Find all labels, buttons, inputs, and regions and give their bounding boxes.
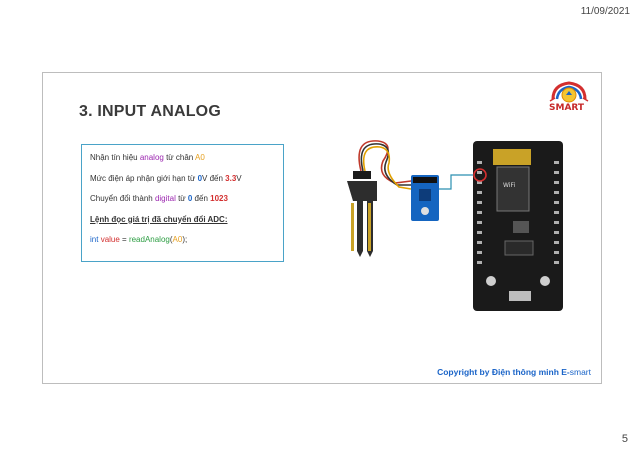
slide-date: 11/09/2021 — [580, 6, 630, 17]
logo-emblem-icon — [549, 81, 589, 103]
esmart-logo: SMART — [547, 77, 591, 117]
page-number: 5 — [621, 433, 628, 445]
info-line-adc-heading: Lệnh đọc giá trị đã chuyển đổi ADC: — [90, 214, 228, 224]
code-snippet: int value = readAnalog(A0); — [90, 235, 188, 244]
soil-probe — [347, 171, 377, 257]
slide-panel: 3. INPUT ANALOG SMART Nhận tín hiệu anal… — [42, 72, 602, 384]
info-line-signal: Nhận tín hiệu analog từ chân A0 — [90, 153, 205, 162]
info-line-voltage: Mức điện áp nhận giới hạn từ 0V đến 3.3V — [90, 173, 242, 183]
sensor-wiring-illustration: WiFi — [347, 140, 563, 311]
copyright-text: Copyright by Điện thông minh E-smart — [437, 367, 591, 377]
jumper-wires — [358, 140, 412, 190]
a0-pin-highlight — [473, 168, 487, 182]
nodemcu-board: WiFi — [473, 141, 563, 311]
connection-line — [439, 174, 478, 190]
info-line-digital: Chuyển đổi thành digital từ 0 đến 1023 — [90, 194, 228, 203]
slide-title: 3. INPUT ANALOG — [79, 103, 221, 120]
svg-text:WiFi: WiFi — [503, 182, 515, 189]
info-box: Nhận tín hiệu analog từ chân A0 Mức điện… — [81, 144, 284, 262]
logo-wordmark: SMART — [549, 103, 585, 113]
sensor-module — [411, 175, 439, 221]
